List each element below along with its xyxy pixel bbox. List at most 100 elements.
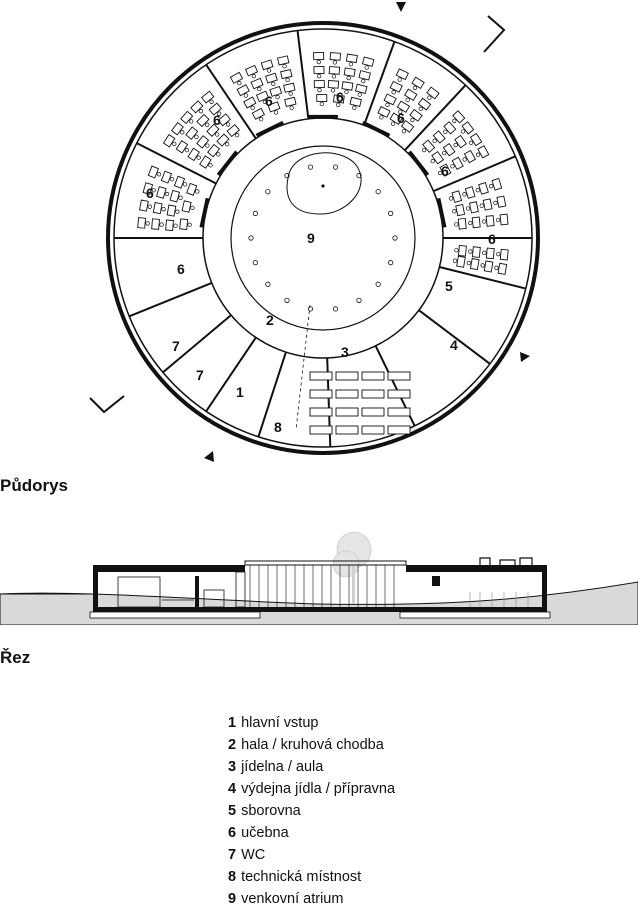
radial-wall (136, 142, 217, 185)
chair (418, 106, 424, 112)
desk (277, 55, 290, 66)
chair (178, 195, 183, 200)
chair (462, 192, 467, 197)
chair (331, 74, 337, 79)
chair (454, 222, 459, 227)
chair (401, 129, 407, 134)
chair (482, 250, 487, 255)
desk (456, 255, 466, 268)
chair (496, 251, 501, 257)
chair (175, 209, 180, 214)
atrium-post (375, 189, 381, 195)
desk (173, 175, 186, 189)
radial-wall (439, 266, 527, 290)
desk (422, 139, 436, 153)
chair (209, 99, 214, 104)
chair (346, 75, 351, 81)
desk (208, 102, 223, 116)
atrium-pond (286, 152, 362, 215)
desk (469, 258, 480, 271)
room-number-6e: 6 (441, 163, 449, 179)
chair (391, 90, 396, 95)
corridor-wall-segment (436, 197, 447, 228)
desk (255, 90, 270, 103)
desk (400, 119, 415, 133)
chair (216, 152, 221, 157)
chair (430, 158, 435, 164)
chair (495, 217, 501, 223)
radial-wall (257, 351, 287, 438)
chair (184, 147, 190, 153)
desk (250, 77, 264, 90)
chair (494, 265, 499, 270)
chair (250, 105, 255, 110)
radial-wall (404, 84, 467, 151)
chair (285, 77, 290, 83)
chair (317, 87, 322, 93)
chair (208, 163, 213, 168)
atrium-post (248, 235, 254, 241)
chair (205, 122, 210, 127)
chair (147, 204, 152, 209)
desk (396, 100, 411, 113)
desk (478, 182, 489, 195)
desk (313, 65, 325, 75)
chair (482, 219, 487, 224)
chair (468, 140, 474, 145)
room-number-7b: 7 (196, 367, 204, 383)
room-number-6h: 6 (177, 261, 185, 277)
desk (457, 245, 467, 257)
desk (283, 82, 296, 93)
chair (316, 73, 322, 79)
dining-table (309, 371, 333, 381)
chair (344, 89, 349, 95)
desk (137, 217, 147, 229)
chair (438, 170, 443, 176)
radial-wall (433, 155, 516, 193)
dining-table (335, 407, 359, 417)
chair (164, 191, 170, 197)
desk (207, 143, 221, 158)
chair (159, 222, 164, 227)
atrium-post (388, 260, 394, 266)
entry-arrow-bottom (204, 451, 214, 462)
desk (313, 51, 325, 61)
chair (348, 62, 354, 67)
desk (327, 80, 340, 89)
chair (385, 102, 390, 107)
desk (181, 200, 192, 213)
plan-caption: Půdorys (0, 476, 69, 495)
chair (262, 99, 268, 105)
room-number-6a: 6 (213, 112, 221, 128)
atrium-post (252, 210, 258, 216)
desk (313, 79, 325, 89)
desk (358, 70, 371, 81)
chair (172, 141, 177, 147)
desk (461, 121, 475, 135)
desk (432, 130, 446, 144)
corridor-ring (202, 117, 444, 359)
desk (483, 260, 494, 273)
room-number-1: 1 (236, 384, 244, 400)
chair (161, 207, 166, 212)
chair (225, 122, 231, 127)
desk (180, 110, 194, 125)
desk (226, 124, 240, 138)
desk (166, 204, 177, 217)
desk (267, 101, 281, 113)
desk (217, 113, 231, 127)
chair (448, 196, 454, 201)
desk (464, 186, 476, 199)
chair (336, 102, 341, 108)
axis-mark-bottom (89, 395, 125, 414)
radial-wall (363, 41, 396, 126)
entry-arrow-top (396, 2, 406, 12)
chair (453, 142, 458, 148)
chair (397, 77, 402, 82)
chair (468, 249, 473, 254)
desk (169, 189, 181, 203)
